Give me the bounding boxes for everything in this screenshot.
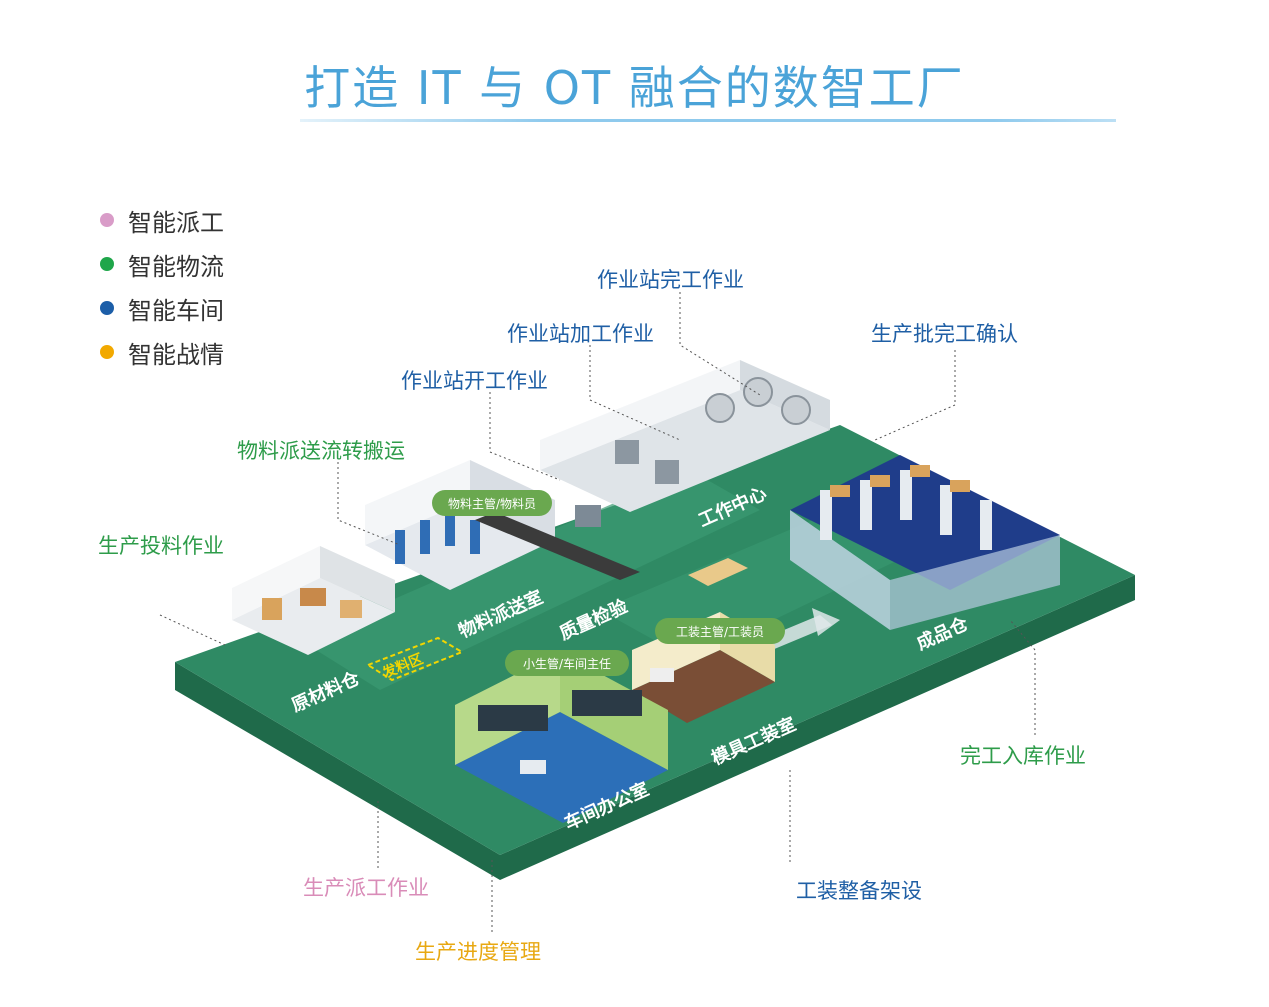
svg-text:物料主管/物料员: 物料主管/物料员 [448,496,536,511]
page-title: 打造 IT 与 OT 融合的数智工厂 [304,61,965,115]
callout-batch-confirm: 生产批完工确认 [871,322,1018,346]
svg-text:小生管/车间主任: 小生管/车间主任 [523,656,611,671]
conveyor-belt [475,512,640,580]
legend-dot [100,213,114,227]
legend-dot [100,301,114,315]
callout-tooling-setup: 工装整备架设 [796,879,922,903]
badge-tooling-manager: 工装主管/工装员 [655,618,785,644]
badge-shift-leader: 小生管/车间主任 [505,650,629,676]
badge-material-manager: 物料主管/物料员 [432,490,552,516]
pallet-stack [688,558,748,586]
callout-feeding: 生产投料作业 [98,534,224,558]
callout-dispatch: 生产派工作业 [303,876,429,900]
legend-item-dispatch: 智能派工 [100,198,224,242]
callout-lines [159,292,1036,932]
legend-label: 智能战情 [128,340,224,369]
callout-warehousing: 完工入库作业 [960,744,1086,768]
legend-item-war-room: 智能战情 [100,330,224,374]
legend-dot [100,345,114,359]
callout-progress: 生产进度管理 [415,940,541,964]
legend: 智能派工 智能物流 智能车间 智能战情 [100,198,224,374]
legend-label: 智能物流 [128,252,224,281]
workshop-office-room [455,652,668,823]
legend-label: 智能车间 [128,296,224,325]
callout-material-delivery: 物料派送流转搬运 [237,439,405,463]
legend-label: 智能派工 [128,208,224,237]
callout-station-start: 作业站开工作业 [401,369,548,393]
legend-item-workshop: 智能车间 [100,286,224,330]
raw-warehouse-room [232,546,395,655]
title-underline [300,119,1116,122]
feeding-area-marker [365,636,465,682]
svg-text:工装主管/工装员: 工装主管/工装员 [676,624,764,639]
callout-station-finish: 作业站完工作业 [597,268,744,292]
finished-warehouse-room [790,455,1060,630]
floor-aisle [300,470,760,690]
legend-dot [100,257,114,271]
work-center-area [540,360,830,527]
legend-item-logistics: 智能物流 [100,242,224,286]
callout-station-process: 作业站加工作业 [507,322,654,346]
